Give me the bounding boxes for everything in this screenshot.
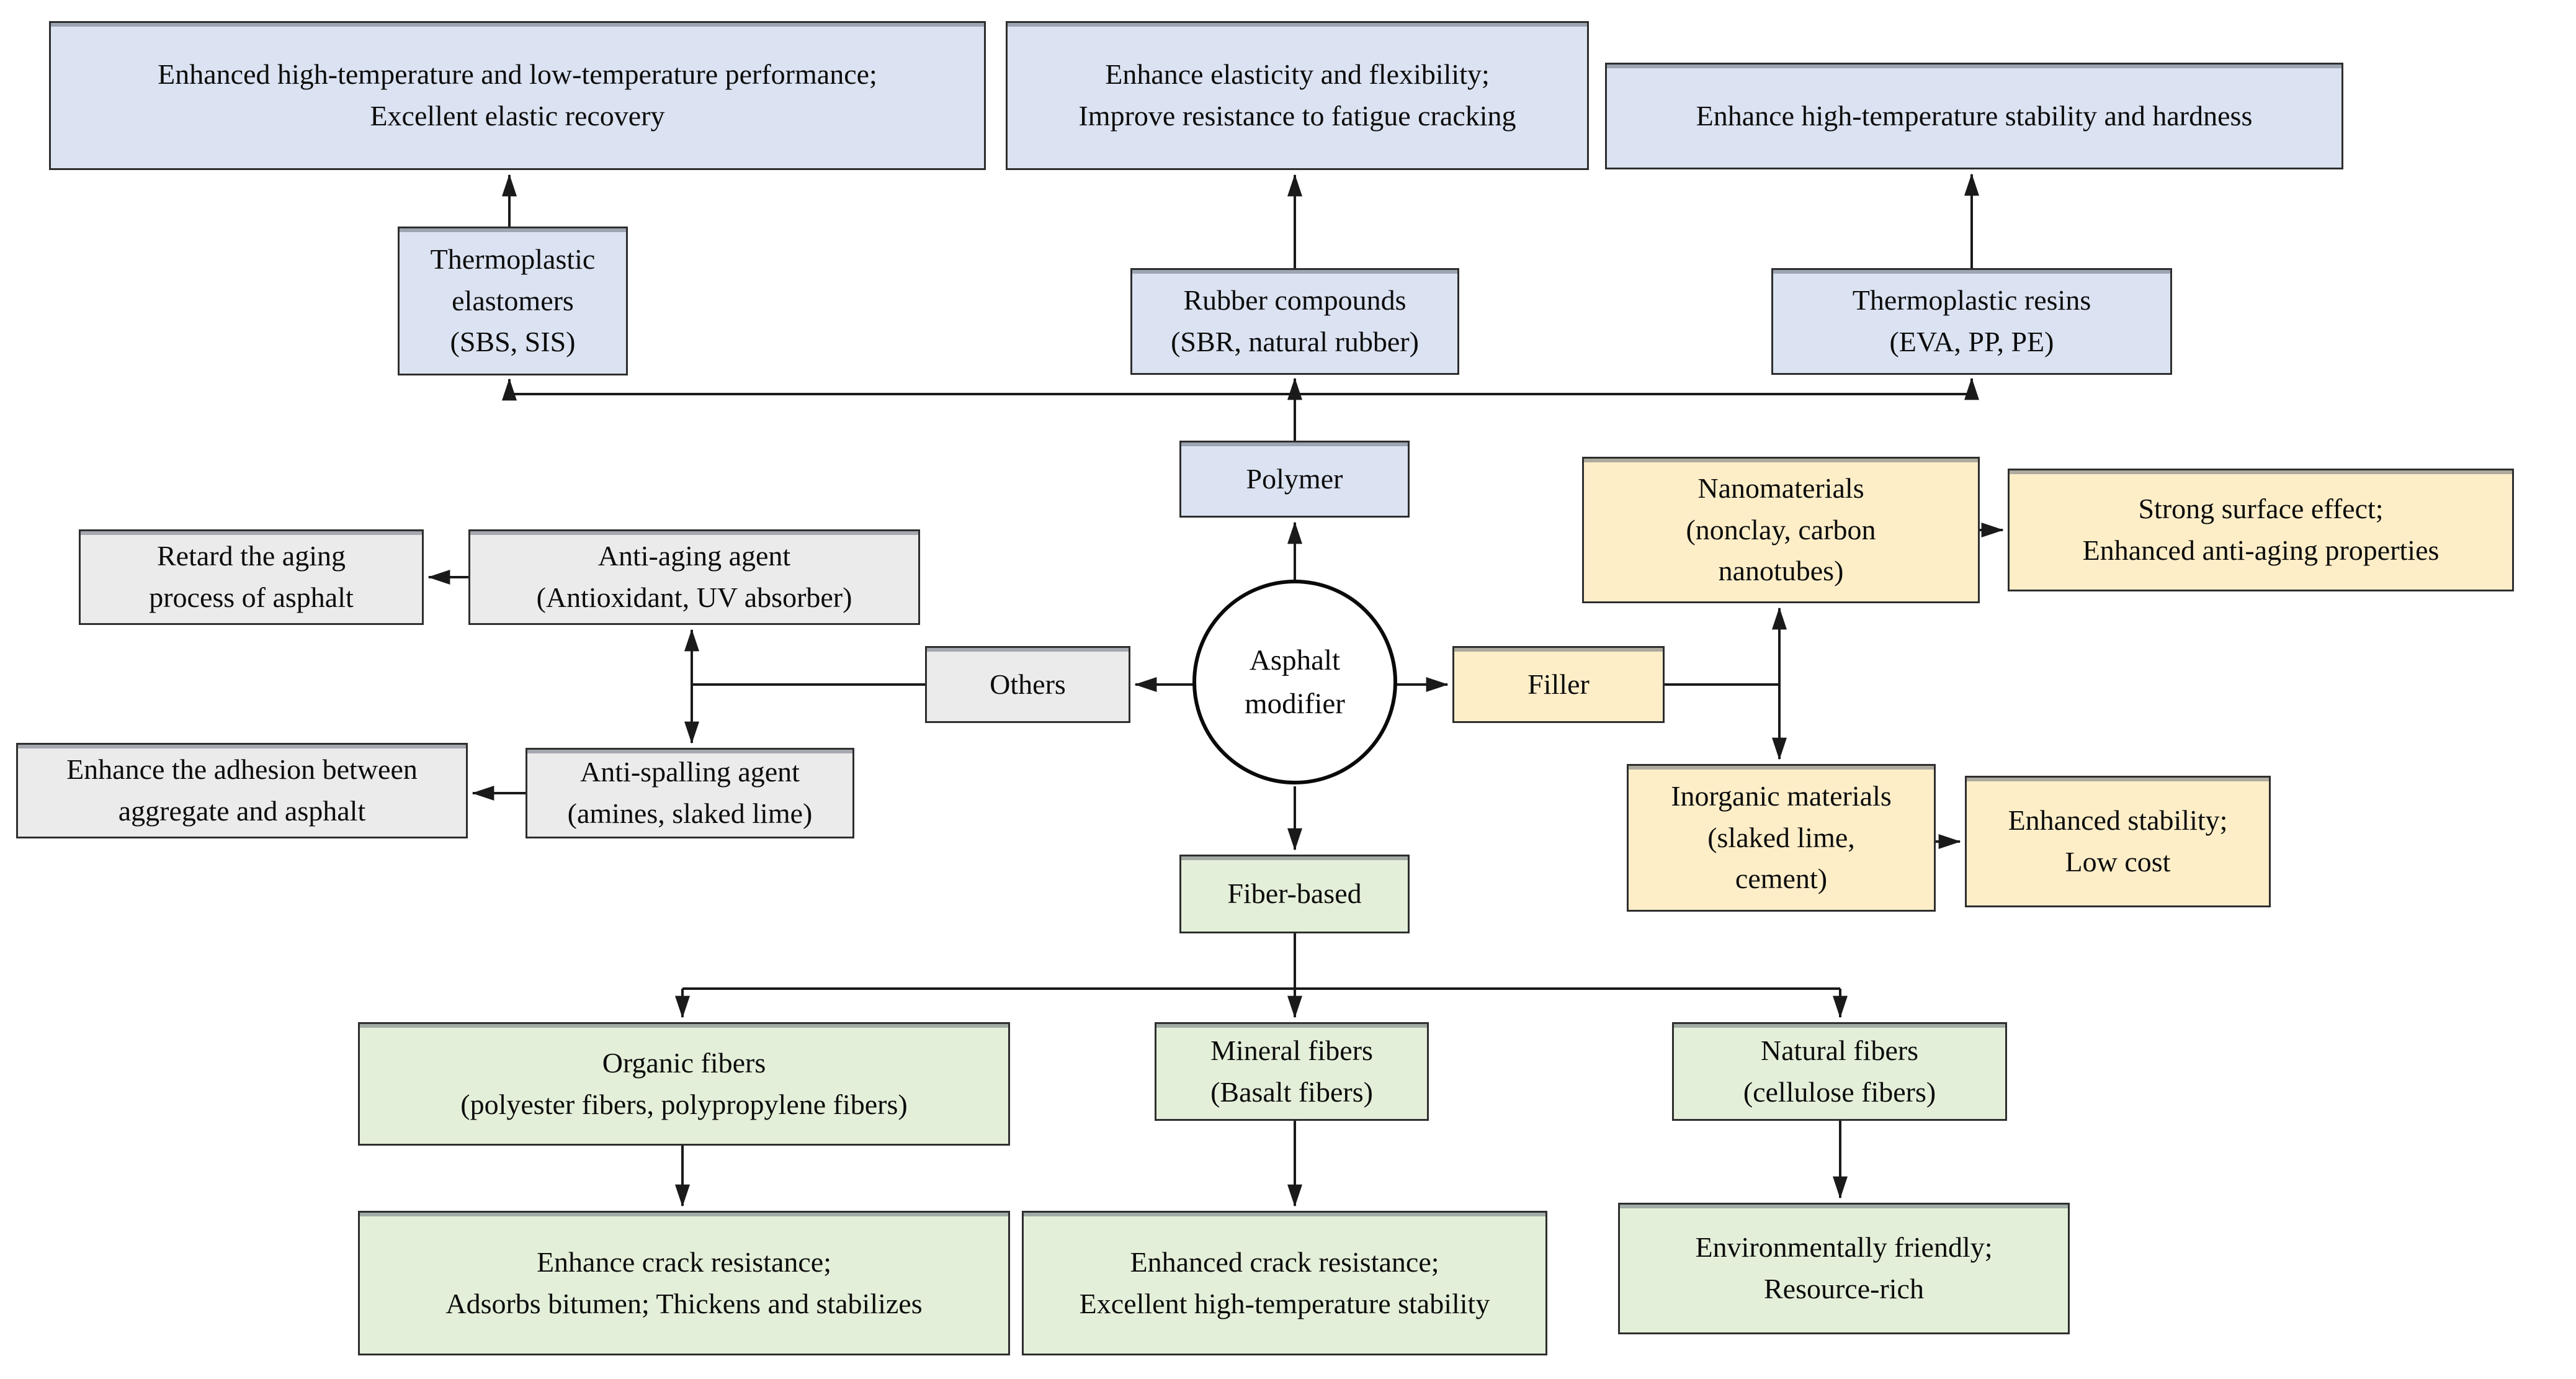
node-resin-benefit: Enhance high-temperature stability and h… (1605, 63, 2343, 169)
node-asphalt-modifier: Asphalt modifier (1192, 580, 1397, 784)
node-mineral-benefit: Enhanced crack resistance; Excellent hig… (1022, 1211, 1547, 1355)
node-organic-fibers: Organic fibers (polyester fibers, polypr… (358, 1022, 1010, 1146)
node-rubber-compounds: Rubber compounds (SBR, natural rubber) (1130, 268, 1459, 375)
node-rubber-benefit: Enhance elasticity and flexibility; Impr… (1006, 21, 1589, 170)
node-thermoplastic-elastomers: Thermoplastic elastomers (SBS, SIS) (398, 227, 628, 375)
node-anti-aging-agent: Anti-aging agent (Antioxidant, UV absorb… (468, 529, 920, 625)
node-nanomaterials-benefit: Strong surface effect; Enhanced anti-agi… (2008, 469, 2514, 591)
node-thermoplastic-resins: Thermoplastic resins (EVA, PP, PE) (1771, 268, 2172, 375)
node-natural-fibers: Natural fibers (cellulose fibers) (1672, 1022, 2007, 1121)
node-tpe-benefit: Enhanced high-temperature and low-temper… (49, 21, 986, 170)
node-inorganic-benefit: Enhanced stability; Low cost (1965, 776, 2271, 907)
node-organic-benefit: Enhance crack resistance; Adsorbs bitume… (358, 1211, 1010, 1355)
node-fiber-based: Fiber-based (1179, 855, 1410, 933)
node-anti-spalling-agent: Anti-spalling agent (amines, slaked lime… (525, 748, 854, 838)
node-mineral-fibers: Mineral fibers (Basalt fibers) (1155, 1022, 1429, 1121)
node-filler: Filler (1452, 646, 1665, 723)
node-inorganic-materials: Inorganic materials (slaked lime, cement… (1627, 764, 1936, 912)
node-nanomaterials: Nanomaterials (nonclay, carbon nanotubes… (1582, 457, 1980, 603)
node-others: Others (925, 646, 1130, 723)
node-anti-spalling-benefit: Enhance the adhesion between aggregate a… (16, 743, 468, 838)
node-natural-benefit: Environmentally friendly; Resource-rich (1618, 1203, 2070, 1334)
node-polymer: Polymer (1179, 441, 1410, 518)
node-anti-aging-benefit: Retard the aging process of asphalt (79, 529, 424, 625)
